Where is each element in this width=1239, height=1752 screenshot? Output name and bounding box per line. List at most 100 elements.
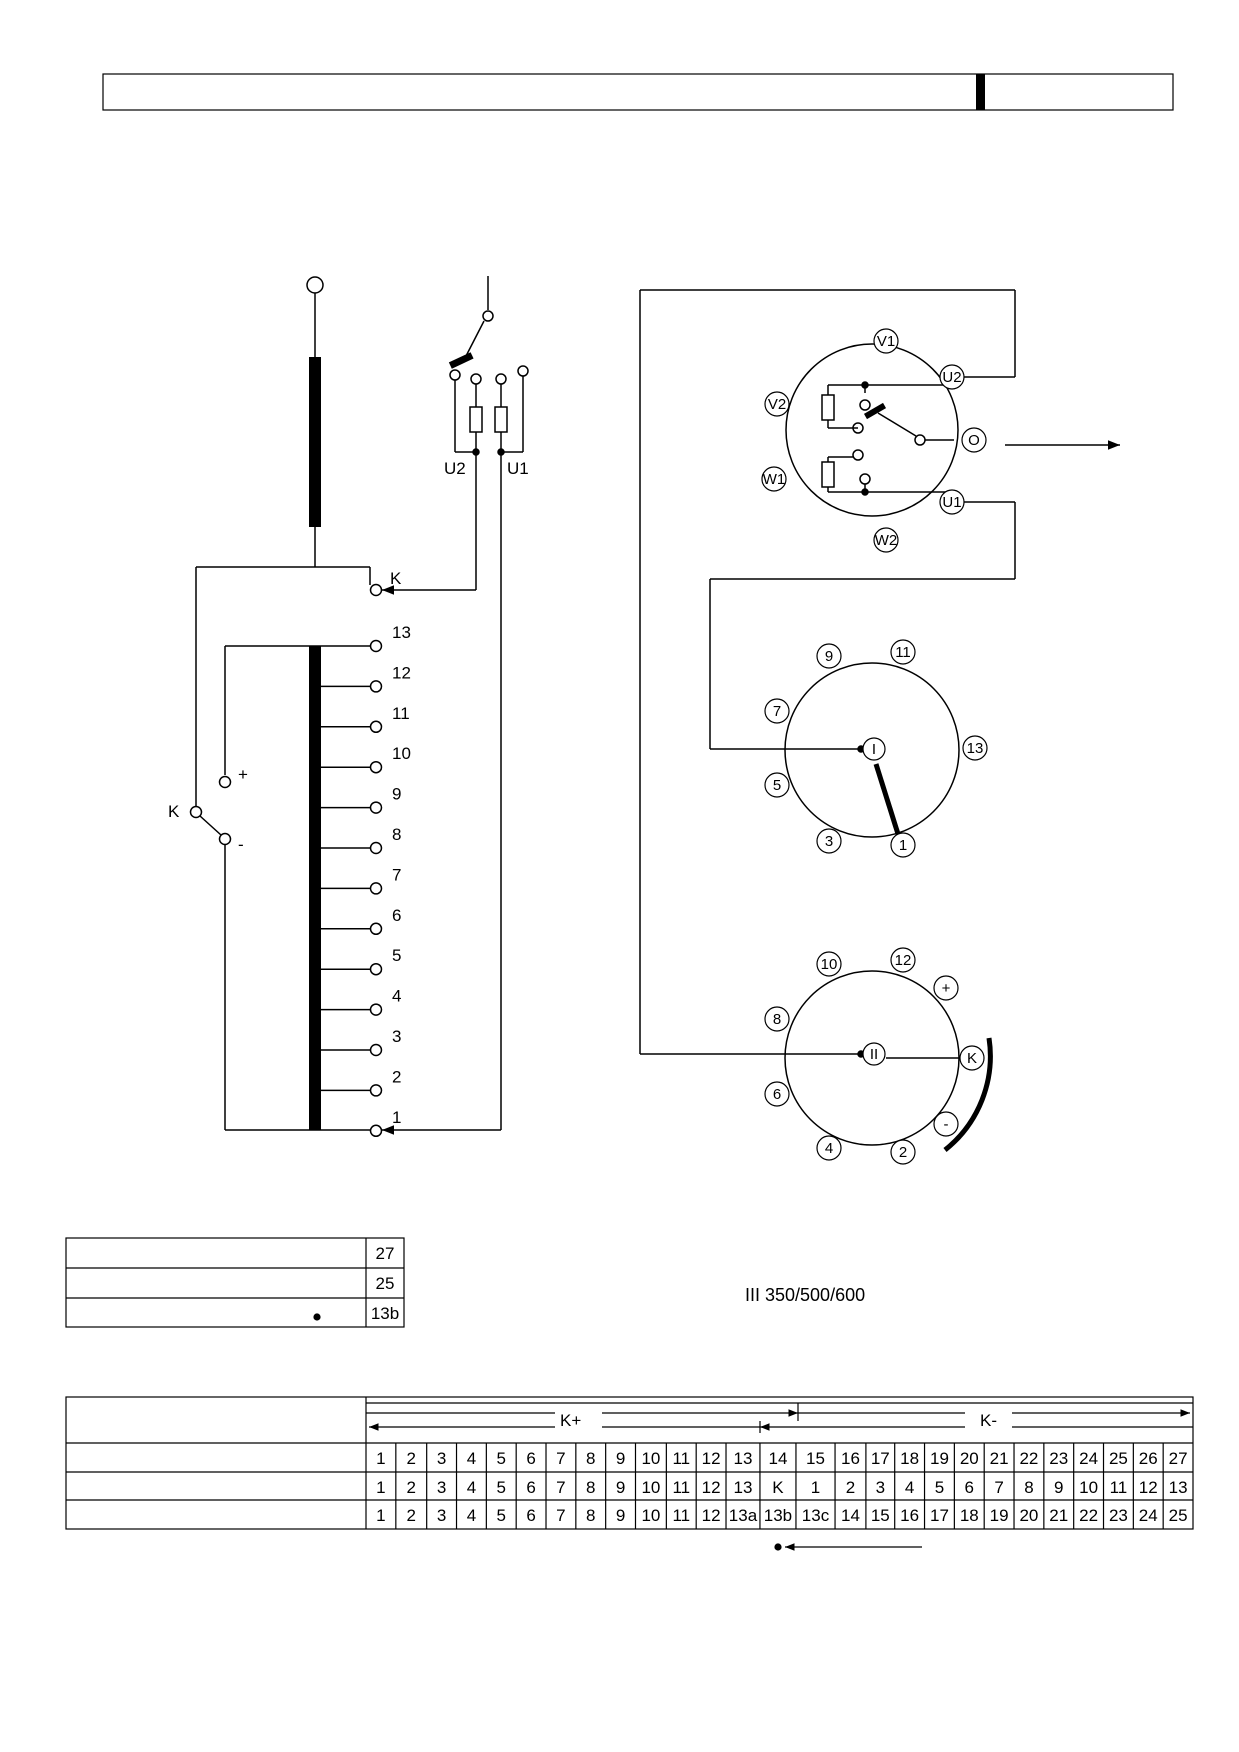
k-plus-label: K+ (560, 1411, 581, 1430)
position-cell: 4 (467, 1478, 476, 1497)
position-cell: 11 (672, 1506, 690, 1525)
tap-label: 12 (392, 663, 411, 682)
terminal-U2: U2 (939, 364, 965, 390)
position-cell: 8 (586, 1506, 595, 1525)
position-cell: 10 (641, 1478, 660, 1497)
svg-text:4: 4 (825, 1140, 833, 1157)
position-cell: 6 (526, 1506, 535, 1525)
tap-terminal (369, 841, 383, 855)
model-label: III 350/500/600 (745, 1285, 865, 1305)
svg-text:I: I (872, 741, 876, 758)
svg-text:2: 2 (899, 1144, 907, 1161)
tap-terminal (369, 1003, 383, 1016)
position-cell: 20 (960, 1449, 979, 1468)
position-cell: 13c (802, 1506, 830, 1525)
terminal-O: O (961, 427, 987, 453)
position-cell: 8 (586, 1478, 595, 1497)
svg-text:9: 9 (825, 648, 833, 665)
terminal-12: 12 (890, 947, 916, 973)
svg-text:3: 3 (825, 833, 833, 850)
position-cell: 3 (876, 1478, 885, 1497)
position-cell: 7 (994, 1478, 1003, 1497)
position-cell: 5 (497, 1449, 506, 1468)
tap-winding (309, 646, 321, 1130)
selector-II (640, 970, 993, 1152)
position-cell: 6 (965, 1478, 974, 1497)
main-winding (309, 357, 321, 527)
position-cell: 7 (556, 1449, 565, 1468)
terminal-V1: V1 (873, 328, 899, 354)
position-cell: 19 (930, 1449, 949, 1468)
selector-k-label: K (168, 802, 180, 821)
position-cell: 5 (497, 1478, 506, 1497)
position-cell: 10 (641, 1506, 660, 1525)
position-cell: 12 (702, 1478, 721, 1497)
position-cell: 11 (672, 1478, 690, 1497)
svg-text:12: 12 (895, 952, 912, 969)
position-cell: 23 (1109, 1506, 1128, 1525)
terminal-8: 8 (764, 1006, 790, 1032)
position-cell: 1 (376, 1449, 385, 1468)
position-cell: 14 (841, 1506, 860, 1525)
terminal-2: 2 (890, 1139, 916, 1165)
position-cell: 10 (641, 1449, 660, 1468)
position-cell: 9 (616, 1449, 625, 1468)
svg-text:V2: V2 (768, 396, 786, 413)
terminal-4: 4 (816, 1135, 842, 1161)
svg-text:10: 10 (821, 956, 838, 973)
tap-terminal (369, 639, 383, 653)
svg-text:U1: U1 (942, 494, 961, 511)
tap-label: 7 (392, 865, 401, 884)
small-table-value: 13b (371, 1304, 399, 1323)
svg-text:+: + (942, 980, 951, 997)
small-table (65, 1237, 405, 1328)
position-cell: 9 (616, 1478, 625, 1497)
tap-label: 11 (392, 704, 410, 723)
position-cell: 13b (764, 1506, 792, 1525)
plus-label: + (238, 765, 248, 784)
position-cell: 12 (1139, 1478, 1158, 1497)
terminal-U1: U1 (939, 489, 965, 515)
tap-terminal (369, 720, 383, 734)
position-cell: 2 (407, 1478, 416, 1497)
svg-text:K: K (967, 1050, 977, 1067)
position-cell: 11 (1110, 1478, 1128, 1497)
position-cell: 5 (935, 1478, 944, 1497)
position-table (65, 1396, 1194, 1551)
position-cell: 12 (702, 1506, 721, 1525)
terminal-5: 5 (764, 772, 790, 798)
position-cell: 4 (467, 1449, 476, 1468)
tap-label: 2 (392, 1067, 401, 1086)
tap-terminal (369, 760, 383, 774)
position-cell: 26 (1139, 1449, 1158, 1468)
position-cell: 6 (526, 1449, 535, 1468)
small-table-value: 25 (376, 1274, 395, 1293)
position-cell: 3 (437, 1449, 446, 1468)
position-cell: 23 (1049, 1449, 1068, 1468)
position-cell: 7 (556, 1506, 565, 1525)
terminal-W1: W1 (761, 466, 787, 492)
svg-text:O: O (968, 432, 980, 449)
position-cell: 13 (1169, 1478, 1188, 1497)
svg-text:7: 7 (773, 703, 781, 720)
position-cell: 2 (846, 1478, 855, 1497)
svg-text:II: II (870, 1046, 878, 1063)
terminal-1: 1 (890, 832, 916, 858)
position-cell: 13 (734, 1478, 753, 1497)
terminal-13: 13 (962, 735, 988, 761)
position-cell: 1 (376, 1506, 385, 1525)
terminal-+: + (933, 975, 959, 1001)
position-cell: 15 (871, 1506, 890, 1525)
position-cell: 4 (467, 1506, 476, 1525)
tap-label: 10 (392, 744, 411, 763)
position-cell: 5 (497, 1506, 506, 1525)
position-cell: 25 (1109, 1449, 1128, 1468)
terminal-I: I (862, 737, 886, 761)
header-bar (102, 73, 1174, 111)
svg-text:13: 13 (967, 740, 984, 757)
position-cell: 24 (1079, 1449, 1098, 1468)
position-cell: 16 (900, 1506, 919, 1525)
tap-terminal (369, 1084, 383, 1097)
